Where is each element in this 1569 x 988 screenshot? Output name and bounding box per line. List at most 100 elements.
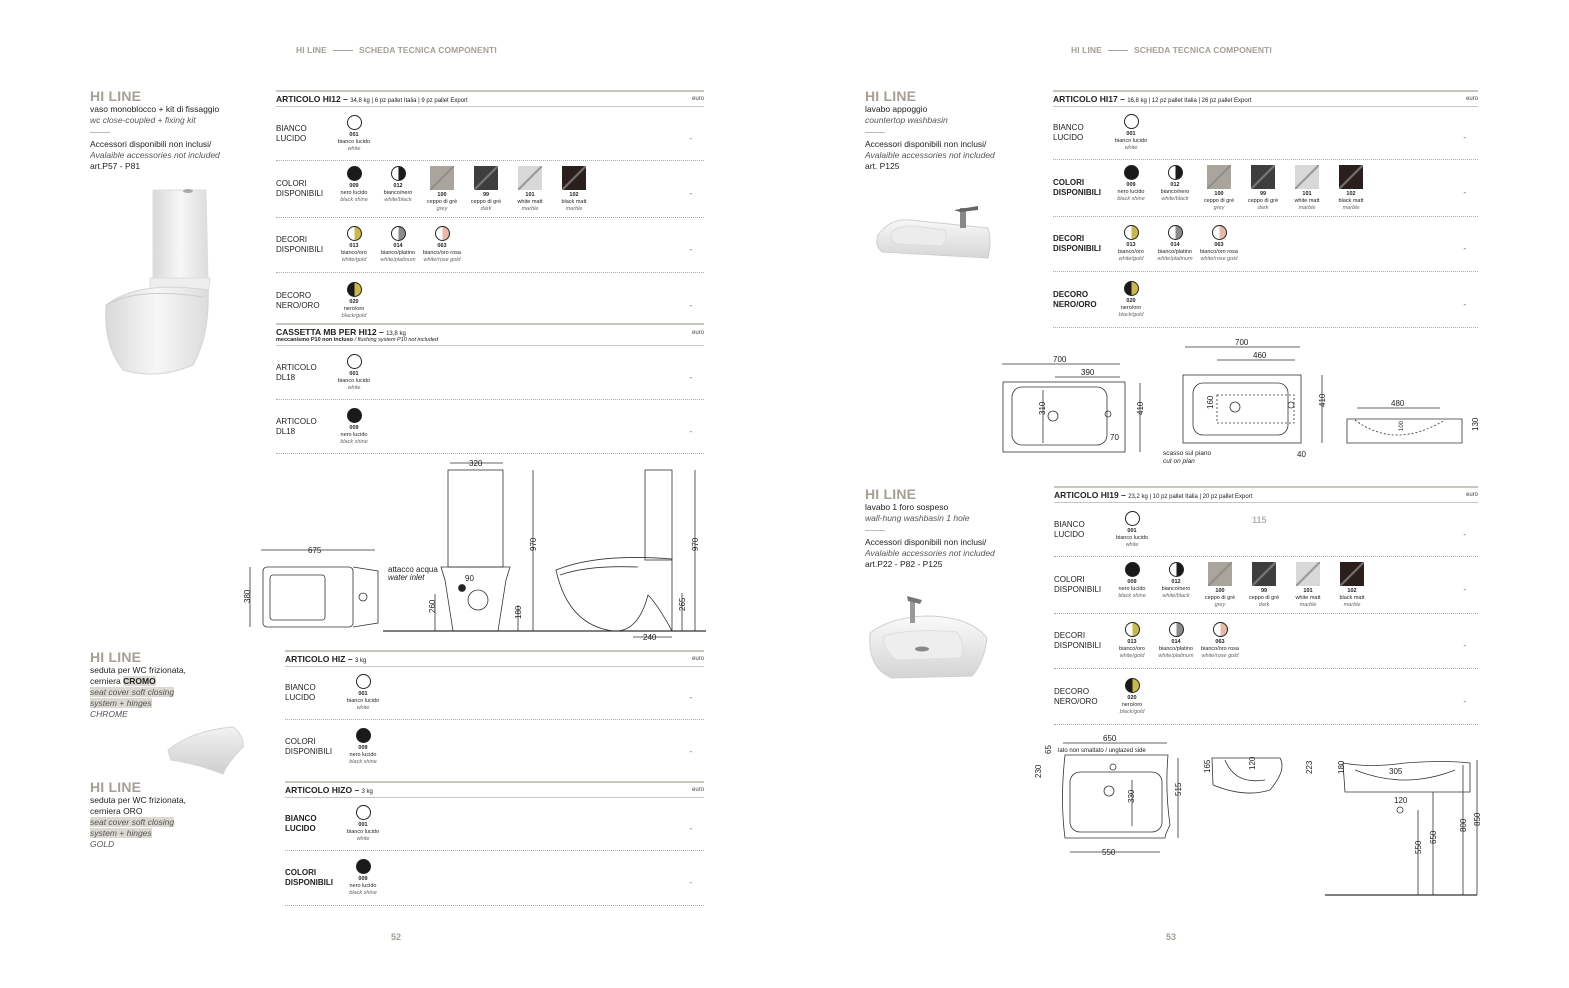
dim-850: 850 xyxy=(1473,812,1480,826)
swatch-name: nero/oro xyxy=(1120,304,1142,311)
swatch-en: black shine xyxy=(340,438,368,445)
dim-550-h: 550 xyxy=(1414,840,1423,854)
table-header: ARTICOLO HI12 – 34,8 kg | 6 pz pallet It… xyxy=(276,90,704,107)
product-hi17-info: HI LINE lavabo appoggio countertop washb… xyxy=(865,88,1035,172)
dim-230: 230 xyxy=(1034,764,1043,778)
currency-label: euro xyxy=(691,656,704,662)
swatch-en: white xyxy=(356,705,370,711)
accessories-articles: art.P22 - P82 - P125 xyxy=(865,559,943,569)
swatch-code: 012 xyxy=(393,182,403,189)
product-brand: HI LINE xyxy=(90,649,142,665)
swatch-name: nero lucido xyxy=(340,189,368,196)
price: - xyxy=(689,747,692,756)
header-dash xyxy=(1107,49,1128,51)
table-meta: 16,8 kg | 12 pz pallet Italia | 26 pz pa… xyxy=(1127,98,1252,104)
dim-70: 70 xyxy=(1110,433,1119,442)
swatch-code: 001 xyxy=(358,691,368,697)
dim-305: 305 xyxy=(1389,767,1403,776)
swatch-en: marble xyxy=(521,205,539,212)
color-dot-icon xyxy=(1124,622,1140,637)
swatch-code: 063 xyxy=(437,243,447,249)
running-header-left: HI LINE SCHEDA TECNICA COMPONENTI xyxy=(296,45,497,55)
hinge-finish: CROMO xyxy=(123,676,156,686)
swatch-code: 009 xyxy=(358,876,368,882)
table-hi12: ARTICOLO HI12 – 34,8 kg | 6 pz pallet It… xyxy=(276,90,704,328)
swatch-name: nero/oro xyxy=(343,305,365,312)
swatch-en: marble xyxy=(565,205,583,212)
swatch-code: 009 xyxy=(349,182,359,189)
price: - xyxy=(1463,585,1466,594)
inlet-label-it: attacco acqua xyxy=(388,565,438,574)
color-dot-icon xyxy=(1124,677,1140,693)
swatch-code: 014 xyxy=(1171,639,1181,645)
dim-260: 260 xyxy=(428,599,437,613)
toilet-technical-drawing: 675 380 320 attacco acqua water inlet 90… xyxy=(243,459,706,642)
swatch-en: dark xyxy=(480,205,492,212)
finish-en: GOLD xyxy=(90,839,115,849)
hi17-technical-drawing: 700 390 310 410 70 700 460 160 410 40 sc… xyxy=(1002,338,1480,465)
price: - xyxy=(689,245,692,254)
dim-700-a: 700 xyxy=(1053,355,1067,364)
swatch-en: white/gold xyxy=(341,257,367,263)
swatch-code: 009 xyxy=(1127,578,1137,585)
table-meta: 3 kg xyxy=(361,789,373,795)
divider xyxy=(865,132,885,133)
color-dot-icon xyxy=(1212,622,1228,637)
swatch-en: white/gold xyxy=(1118,256,1144,262)
countertop-washbasin-photo xyxy=(876,206,991,259)
swatch-en: marble xyxy=(1342,204,1360,211)
color-dot-icon xyxy=(1168,561,1184,577)
swatch-en: black/gold xyxy=(1118,311,1144,318)
color-dot-icon xyxy=(1123,164,1139,180)
price: - xyxy=(1463,696,1466,706)
table-hi17: ARTICOLO HI17 – 16,8 kg | 12 pz pallet I… xyxy=(1053,90,1478,328)
swatch-en: white xyxy=(347,145,361,152)
color-dot-icon xyxy=(1124,510,1140,526)
product-hi19-info: HI LINE lavabo 1 foro sospeso wall-hung … xyxy=(865,486,1035,570)
table-header: ARTICOLO HI19 – 23,2 kg | 10 pz pallet I… xyxy=(1054,486,1478,503)
swatch-en: black shine xyxy=(1117,195,1145,202)
table-title: ARTICOLO HI19 xyxy=(1054,490,1119,500)
color-dot-icon xyxy=(346,226,362,241)
swatch-name: bianco/nero xyxy=(383,189,413,196)
table-header: CASSETTA MB PER HI12 – 13,8 kg meccanism… xyxy=(276,323,704,346)
swatch-name: bianco/platino xyxy=(1159,646,1193,652)
color-dot-icon xyxy=(355,674,371,689)
running-header-brand: HI LINE xyxy=(296,45,327,55)
dim-160: 160 xyxy=(1206,395,1215,409)
swatch-code: 100 xyxy=(1215,587,1225,594)
color-dot-icon xyxy=(390,226,406,241)
swatch-name: bianco lucido xyxy=(1114,138,1148,144)
dim-265: 265 xyxy=(678,597,687,611)
swatch-code: 99 xyxy=(482,191,490,198)
swatch-name: bianco/oro xyxy=(341,250,367,256)
color-dot-icon xyxy=(1123,225,1139,240)
color-dot-icon xyxy=(1124,561,1140,577)
swatch-name: black matt xyxy=(1339,594,1365,601)
